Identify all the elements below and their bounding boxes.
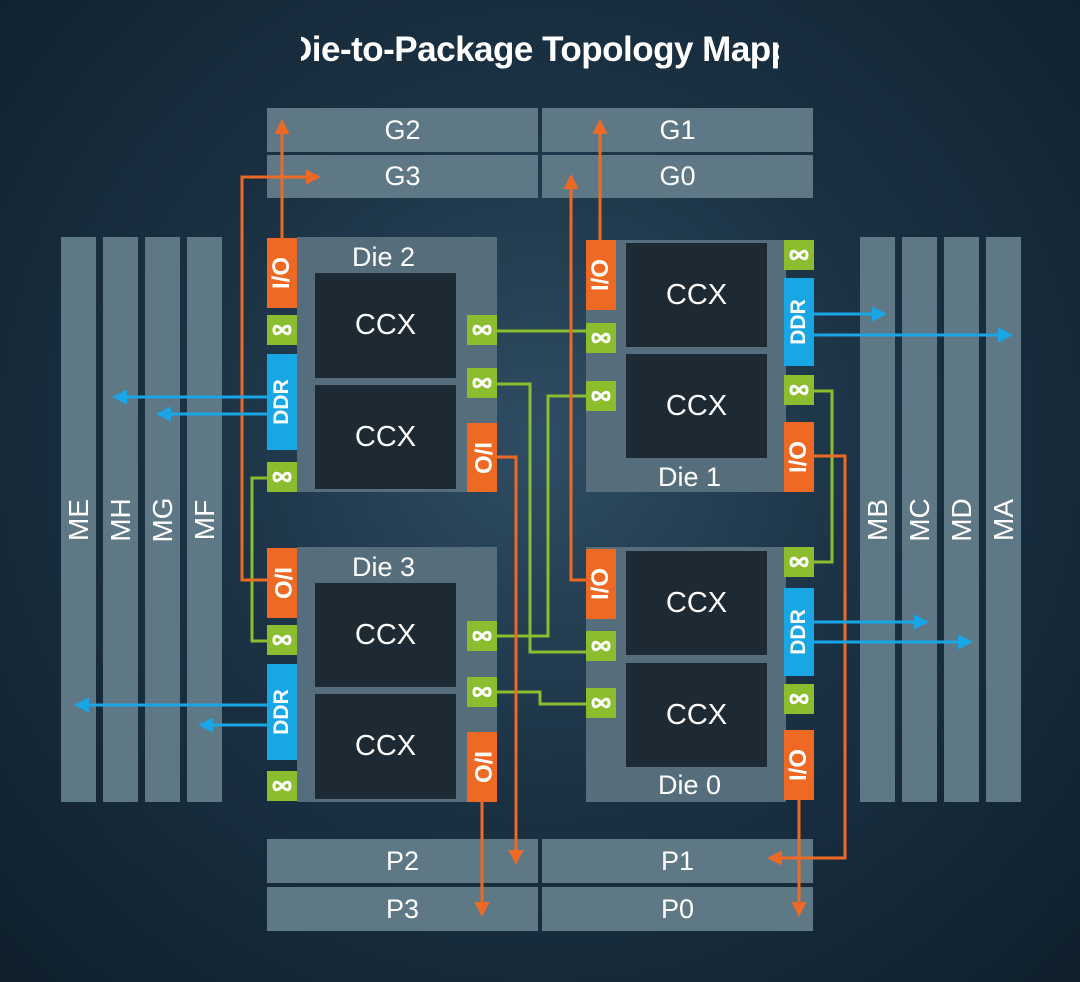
die-2-fabric-link [267,315,297,345]
die-1-io-right: I/O [784,422,814,492]
fabric-links [250,329,834,706]
die-0-label: Die 0 [658,770,722,800]
fabric-link-die3-die0 [497,690,586,706]
die-1-ddr: DDR [784,278,814,366]
die-3-io-right: I/O [467,732,497,802]
package-label-p2: P2 [385,845,420,876]
die-3-fabric-link [467,621,497,651]
package-bar-g1: G1 [542,108,813,152]
ccx-label: CCX [665,586,728,619]
die-2-io-top-left: I/O [267,238,297,308]
die-0-io-right: I/O [784,730,814,800]
io-link-die3-g3 [240,169,321,582]
die-2-ddr: DDR [267,354,297,450]
die-1-ccx-top: CCX [626,243,767,347]
diagram-title: Die-to-Package Topology Mapping [301,30,779,69]
memory-channel-mb: MB [860,237,895,802]
die-1-fabric-link [586,323,616,353]
die-0-ccx-top: CCX [626,551,767,655]
package-label-p3: P3 [385,893,420,924]
io-link-die2-p2 [497,455,524,865]
package-bar-g0: G0 [542,155,813,198]
ccx-label: CCX [665,278,728,311]
die-3-ccx-bottom: CCX [315,694,456,799]
die-1-io-top-left: I/O [586,240,616,310]
die-3-fabric-link [267,625,297,655]
ccx-label: CCX [665,698,728,731]
io-links [240,119,847,917]
die-1-fabric-link [784,375,814,405]
die-0-ddr: DDR [784,588,814,676]
die-0-fabric-link [784,684,814,714]
package-label-g2: G2 [384,114,421,145]
die-0-fabric-link [784,547,814,577]
package-label-g3: G3 [384,161,421,191]
ccx-label: CCX [354,730,417,762]
die-0-fabric-link [586,688,616,718]
fabric-link-die1-die0 [814,389,834,564]
die-2-fabric-link [467,368,497,398]
fabric-link-die1-die3 [497,394,586,638]
die-1-fabric-link [586,381,616,411]
ccx-label: CCX [354,420,417,453]
fabric-link-die2-die0 [497,382,586,654]
package-label-p1: P1 [660,845,695,876]
die-3-fabric-link [467,677,497,707]
package-label-g0: G0 [659,161,696,191]
die-0-ccx-bottom: CCX [626,663,767,767]
die-2-label: Die 2 [352,242,416,272]
die-0-fabric-link [586,631,616,661]
die-0-io-top-left: I/O [586,549,616,619]
package-bar-p3: P3 [267,887,538,931]
die-1-ccx-bottom: CCX [626,354,767,458]
memory-channel-mh: MH [103,237,138,802]
die-2-ccx-top: CCX [315,273,456,378]
io-link-die1-p1 [767,454,847,866]
die-3-io-top-left: I/O [267,548,297,618]
die-2-io-right: I/O [467,423,497,492]
memory-channel-mg: MG [145,237,180,802]
die-2-ccx-bottom: CCX [315,385,456,489]
die-2-fabric-link [267,462,297,492]
package-label-p0: P0 [660,893,695,924]
io-link-die0-g0 [563,174,586,582]
memory-channel-md: MD [944,237,979,802]
die-3-ddr: DDR [267,664,297,760]
package-bar-g2: G2 [267,108,538,152]
memory-channel-mc: MC [902,237,937,802]
fabric-link-die2-die3 [250,476,267,643]
die-3-label: Die 3 [352,552,416,582]
ddr-links [74,306,1013,733]
die-1-fabric-link [784,240,814,270]
die-3-fabric-link [267,771,297,801]
ccx-label: CCX [665,389,728,422]
package-bar-p2: P2 [267,839,538,883]
die-1-label: Die 1 [658,462,722,492]
ccx-label: CCX [354,309,417,341]
die-3-ccx-top: CCX [315,583,456,687]
die-2-fabric-link [467,315,497,345]
package-label-g1: G1 [659,114,696,145]
ccx-label: CCX [354,618,417,651]
memory-channel-mf: MF [187,237,222,802]
package-bar-p0: P0 [542,887,813,931]
